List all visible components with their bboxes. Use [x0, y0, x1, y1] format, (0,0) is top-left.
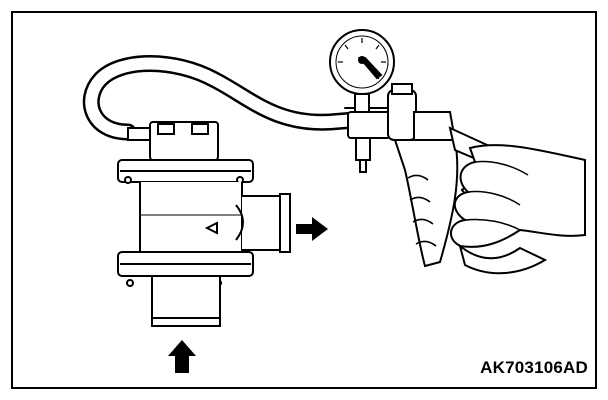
flow-arrow-up — [168, 340, 196, 373]
flow-direction-marker — [204, 221, 218, 235]
valve-side-outlet — [242, 195, 283, 251]
flow-arrow-right — [296, 217, 328, 241]
hand-illustration — [450, 144, 586, 275]
reference-code: AK703106AD — [480, 358, 588, 377]
figure-frame — [11, 11, 597, 389]
vacuum-gauge — [329, 29, 395, 115]
valve-body — [117, 121, 291, 327]
valve-main-body — [139, 182, 243, 253]
